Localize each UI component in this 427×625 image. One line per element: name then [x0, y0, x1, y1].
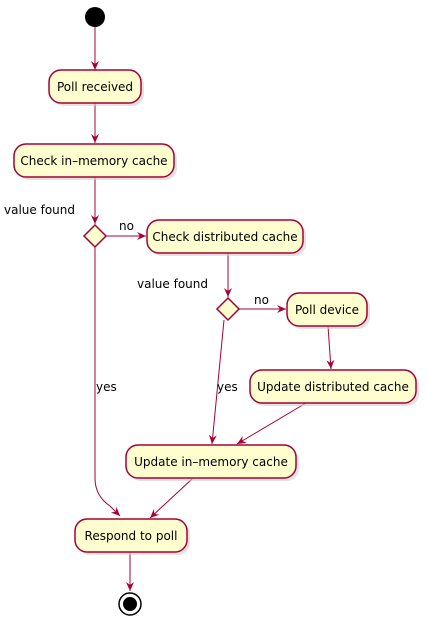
start-node [85, 7, 105, 27]
edge-update-in-memory-to-respond [149, 478, 193, 519]
activity-check-distributed-cache-label: Check distributed cache [152, 230, 297, 244]
activity-update-distributed-cache: Update distributed cache [249, 369, 419, 406]
decision-2-no-label: no [254, 293, 269, 307]
edge-poll-device-to-update-distributed [326, 325, 335, 370]
decision-1-condition-label: value found [4, 203, 75, 217]
decision-value-found-2: value found no yes [137, 277, 269, 394]
activity-poll-received-label: Poll received [57, 80, 133, 94]
decision-1-no-label: no [119, 219, 134, 233]
edge-decision-2-yes [208, 319, 225, 445]
activity-check-in-memory-cache-label: Check in–memory cache [20, 154, 167, 168]
edge-update-distributed-to-update-in-memory [236, 402, 307, 445]
activity-update-distributed-cache-label: Update distributed cache [257, 380, 409, 394]
activity-respond-to-poll: Respond to poll [74, 518, 190, 555]
activity-poll-device: Poll device [286, 292, 370, 329]
activity-update-in-memory-cache: Update in–memory cache [125, 444, 299, 481]
activity-check-distributed-cache: Check distributed cache [146, 219, 306, 256]
decision-2-yes-label: yes [217, 380, 238, 394]
decision-value-found-1: value found no yes [4, 203, 134, 394]
activity-poll-device-label: Poll device [295, 303, 359, 317]
activity-respond-to-poll-label: Respond to poll [85, 529, 178, 543]
decision-1-yes-label: yes [96, 380, 117, 394]
activity-update-in-memory-cache-label: Update in–memory cache [134, 455, 288, 469]
end-node [118, 592, 142, 616]
activity-check-in-memory-cache: Check in–memory cache [13, 143, 177, 180]
edge-decision-1-yes [94, 247, 121, 517]
decision-2-condition-label: value found [137, 277, 208, 291]
activity-poll-received: Poll received [48, 69, 144, 106]
